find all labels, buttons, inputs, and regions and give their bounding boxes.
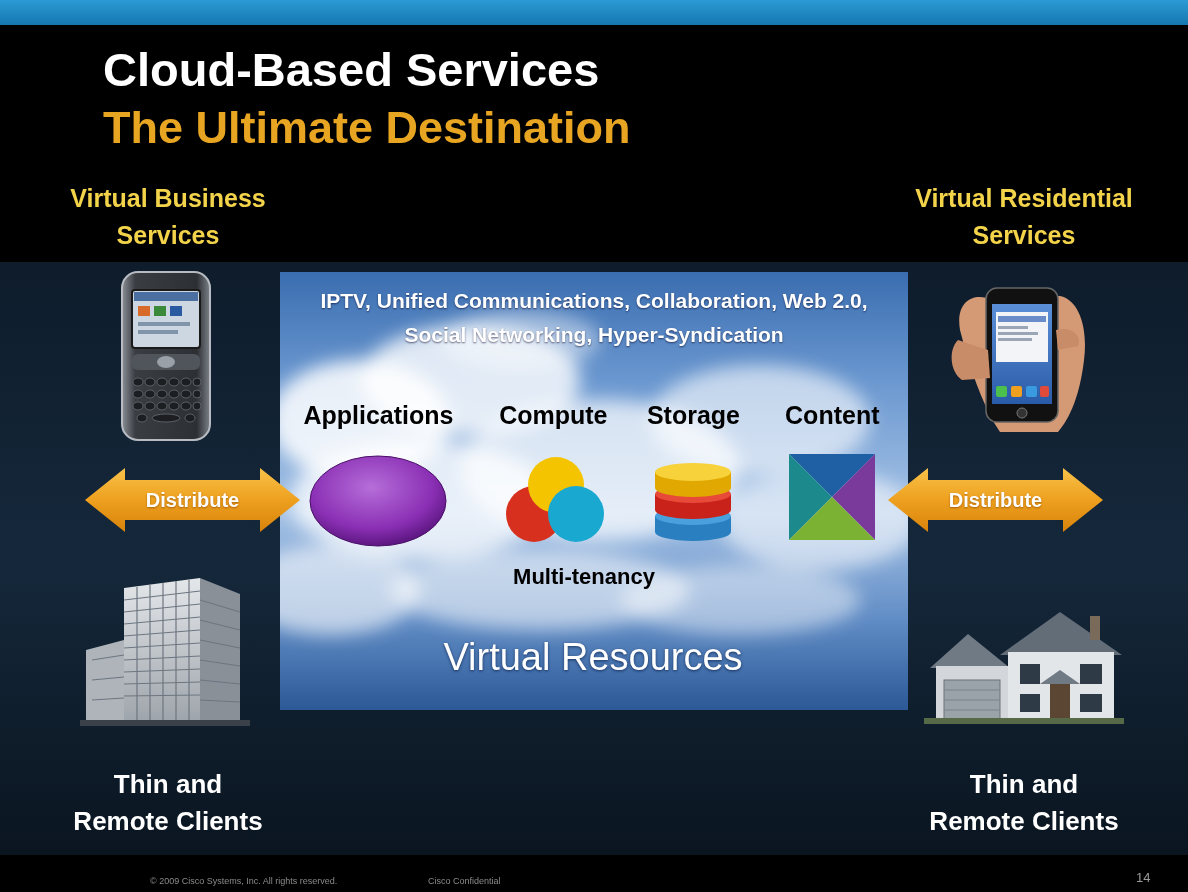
resource-label: Content xyxy=(785,400,880,430)
client-caption: Thin and Remote Clients xyxy=(66,766,271,840)
resource-icon: Compute xyxy=(499,400,608,544)
panel-footer-title: Virtual Resources xyxy=(443,634,742,680)
arrow-label: Distribute xyxy=(85,468,300,532)
stack-icon xyxy=(653,454,733,544)
column-heading: Virtual Residential Services xyxy=(879,180,1169,254)
resource-icon: Storage xyxy=(646,400,740,544)
house xyxy=(924,612,1124,724)
cloud-sky xyxy=(240,272,920,710)
confidential-note: Cisco Confidential xyxy=(428,876,501,887)
office-building xyxy=(80,578,250,726)
service-list: IPTV, Unified Communications, Collaborat… xyxy=(305,284,883,352)
slide-title: Cloud-Based Services xyxy=(103,42,599,98)
page-number: 14 xyxy=(1136,870,1150,886)
resource-icon: Content xyxy=(785,400,880,540)
distribute-arrow: Distribute xyxy=(888,468,1103,532)
circles-icon xyxy=(501,454,606,544)
ellipse-icon xyxy=(308,454,448,549)
smartphone-left xyxy=(122,272,210,440)
slide-subtitle: The Ultimate Destination xyxy=(103,101,631,155)
resource-label: Storage xyxy=(646,400,740,430)
distribute-arrow: Distribute xyxy=(85,468,300,532)
resource-label: Applications xyxy=(303,400,454,430)
cloud-panel: IPTV, Unified Communications, Collaborat… xyxy=(280,272,908,710)
resource-label: Compute xyxy=(499,400,608,430)
arrow-label: Distribute xyxy=(888,468,1103,532)
smartphone-in-hand xyxy=(952,288,1085,432)
resource-icon: Applications xyxy=(303,400,454,549)
panel-caption: Multi-tenancy xyxy=(513,564,655,590)
square-icon xyxy=(789,454,875,540)
copyright-note: © 2009 Cisco Systems, Inc. All rights re… xyxy=(150,876,337,887)
client-caption: Thin and Remote Clients xyxy=(922,766,1127,840)
column-heading: Virtual Business Services xyxy=(38,180,298,254)
